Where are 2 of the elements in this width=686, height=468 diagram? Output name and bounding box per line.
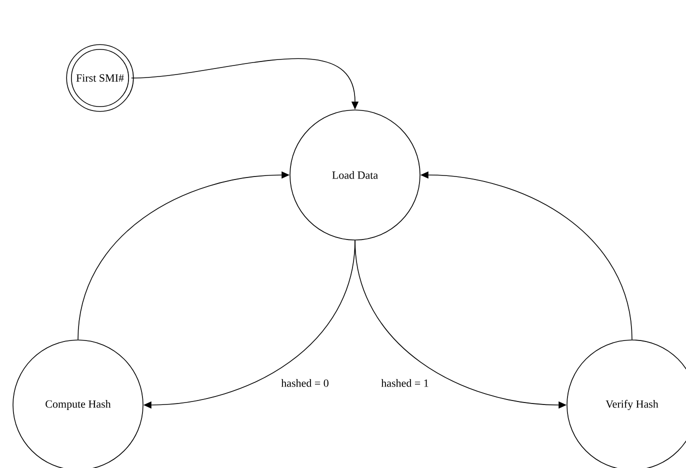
edge-label: hashed = 1 [380, 378, 430, 388]
edge-label: hashed = 0 [280, 378, 330, 388]
